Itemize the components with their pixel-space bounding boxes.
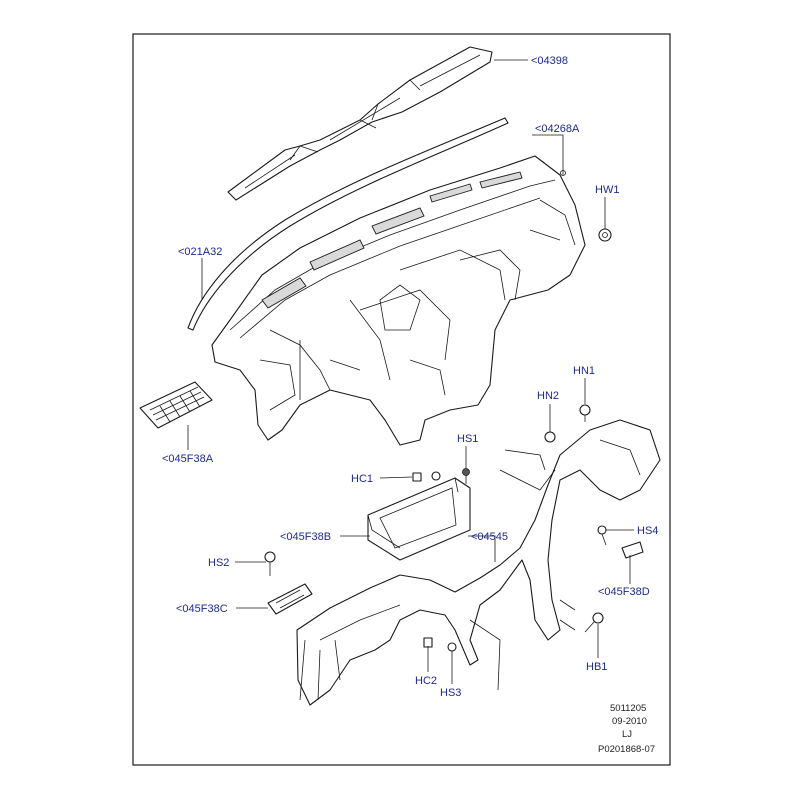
part-moulding-strip <box>187 117 509 331</box>
callout-hw1: HW1 <box>595 184 619 196</box>
part-bracket-c <box>267 583 313 615</box>
part-dashboard-body <box>211 155 586 446</box>
part-upper-trim-panel <box>227 46 493 201</box>
catalog-code-block: 5011205 09-2010 LJ P0201868-07 <box>598 703 655 755</box>
callout-045f38d: <045F38D <box>598 586 650 598</box>
fastener-hc2 <box>423 637 433 648</box>
callout-04545: <04545 <box>471 531 508 543</box>
part-washer-hw1 <box>598 228 612 242</box>
callout-045f38a: <045F38A <box>162 453 214 465</box>
part-cross-car-beam <box>296 419 661 706</box>
callout-hs3: HS3 <box>440 687 461 699</box>
callout-hs2: HS2 <box>208 557 229 569</box>
leader-lines <box>187 59 634 684</box>
catalog-date: 09-2010 <box>612 716 647 727</box>
callout-hn1: HN1 <box>573 365 595 377</box>
catalog-initials: LJ <box>622 729 632 740</box>
callout-hs4: HS4 <box>637 525 658 537</box>
fastener-hs2 <box>264 551 276 576</box>
callout-04268a: <04268A <box>535 123 580 135</box>
catalog-reference: P0201868-07 <box>598 744 655 755</box>
fastener-hn1 <box>579 404 591 422</box>
fastener-hs3 <box>447 642 457 652</box>
part-display-bezel <box>367 477 471 561</box>
callout-hc1: HC1 <box>351 473 373 485</box>
fastener-hb1 <box>584 612 604 633</box>
fastener-hc1 <box>412 471 441 482</box>
diagram-frame <box>132 33 671 766</box>
callout-04398: <04398 <box>531 55 568 67</box>
callout-hs1: HS1 <box>457 433 478 445</box>
callout-hn2: HN2 <box>537 390 559 402</box>
fastener-hn2 <box>544 431 556 443</box>
callout-045f38c: <045F38C <box>176 603 228 615</box>
part-clip-d <box>621 541 644 559</box>
callout-hc2: HC2 <box>415 675 437 687</box>
part-vent-grille <box>139 381 213 429</box>
fastener-hs4 <box>597 525 607 546</box>
callout-hb1: HB1 <box>586 661 607 673</box>
callout-021a32: <021A32 <box>178 246 222 258</box>
fastener-hs1 <box>462 468 470 484</box>
callout-045f38b: <045F38B <box>280 531 331 543</box>
catalog-code: 5011205 <box>610 703 646 714</box>
